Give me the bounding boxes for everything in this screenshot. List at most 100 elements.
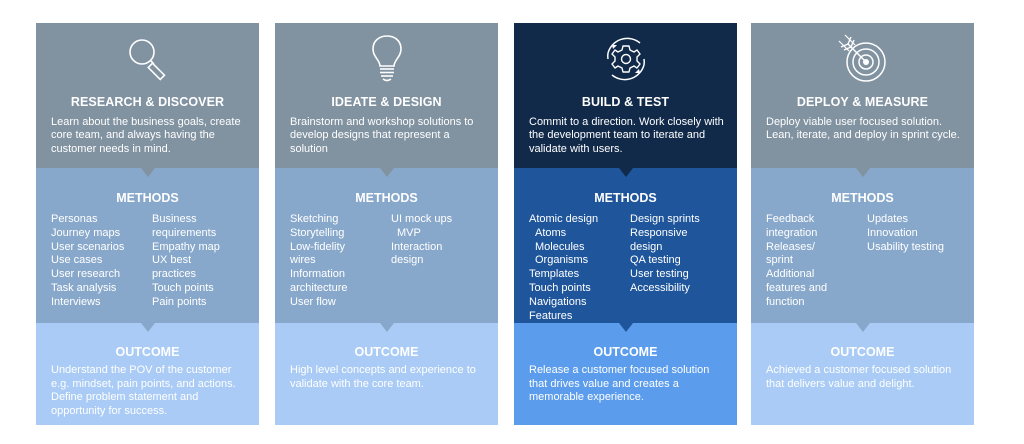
method-item: Usability testing <box>867 240 945 253</box>
stage-header: IDEATE & DESIGN Brainstorm and workshop … <box>275 23 498 168</box>
method-item: wires <box>290 254 316 267</box>
outcome-title: OUTCOME <box>593 345 658 359</box>
arrow-down-icon <box>618 168 633 177</box>
method-item: requirements <box>152 226 217 239</box>
outcome-section: OUTCOME Achieved a customer focused solu… <box>751 323 974 425</box>
method-item: Low-fidelity <box>290 240 346 253</box>
lightbulb-icon <box>371 35 402 82</box>
stage-header: RESEARCH & DISCOVER Learn about the busi… <box>36 23 259 168</box>
method-item: Releases/ <box>766 240 815 253</box>
methods-list-right: Design sprints Responsive design QA test… <box>630 213 731 323</box>
method-item: Use cases <box>51 254 103 267</box>
stage-title: BUILD & TEST <box>581 95 670 109</box>
target-arrow-icon <box>838 34 886 82</box>
method-item: features and <box>766 281 828 294</box>
stage-header: BUILD & TEST Commit to a direction. Work… <box>514 23 737 168</box>
method-item: Feedback <box>766 213 815 225</box>
methods-list-left: Personas Journey maps User scenarios Use… <box>51 213 152 310</box>
stage-description: Brainstorm and workshop solutions to dev… <box>290 116 474 155</box>
method-item: MVP <box>397 226 421 239</box>
stage-title: IDEATE & DESIGN <box>331 95 442 109</box>
outcome-title: OUTCOME <box>354 345 419 359</box>
method-item: User testing <box>630 268 689 281</box>
magnifier-icon <box>128 39 166 81</box>
method-item: Information <box>290 268 346 281</box>
method-item: Organisms <box>535 254 589 267</box>
method-item: UI mock ups <box>391 213 453 225</box>
method-item: Journey maps <box>51 226 121 239</box>
methods-list-left: Feedback integration Releases/ sprint Ad… <box>766 213 867 310</box>
method-item: Accessibility <box>630 281 690 294</box>
method-item: Innovation <box>867 226 918 239</box>
methods-title: METHODS <box>594 191 657 205</box>
outcome-text: Release a customer focused solution that… <box>529 364 710 404</box>
methods-section: METHODS Sketching Storytelling Low-fidel… <box>275 168 498 323</box>
stage-title: RESEARCH & DISCOVER <box>70 95 225 109</box>
method-item: Navigations <box>529 295 587 308</box>
stage-header: DEPLOY & MEASURE Deploy viable user focu… <box>751 23 974 168</box>
method-item: Atomic design <box>529 213 599 225</box>
outcome-title: OUTCOME <box>830 345 895 359</box>
stage-card-ideate: IDEATE & DESIGN Brainstorm and workshop … <box>275 23 498 425</box>
outcome-text: Understand the POV of the customer e.g. … <box>51 364 236 417</box>
method-item: integration <box>766 226 818 239</box>
method-item: design <box>630 240 663 253</box>
method-item: architecture <box>290 281 348 294</box>
stage-card-deploy: DEPLOY & MEASURE Deploy viable user focu… <box>751 23 974 425</box>
stage-card-research: RESEARCH & DISCOVER Learn about the busi… <box>36 23 259 425</box>
method-item: Empathy map <box>152 240 220 253</box>
outcome-title: OUTCOME <box>115 345 180 359</box>
gear-cycle-icon <box>606 37 645 81</box>
methods-list-right: Updates Innovation Usability testing <box>867 213 968 310</box>
method-item: practices <box>152 268 197 281</box>
method-item: UX best <box>152 254 192 267</box>
stage-card-build: BUILD & TEST Commit to a direction. Work… <box>514 23 737 425</box>
method-item: Templates <box>529 268 580 281</box>
method-item: Touch points <box>152 281 214 294</box>
method-item: Pain points <box>152 295 207 308</box>
method-item: Task analysis <box>51 281 117 294</box>
outcome-section: OUTCOME Understand the POV of the custom… <box>36 323 259 425</box>
methods-list-right: UI mock ups MVP Interaction design <box>391 213 492 310</box>
method-item: User scenarios <box>51 240 125 253</box>
method-item: Personas <box>51 213 98 225</box>
methods-list-right: Business requirements Empathy map UX bes… <box>152 213 253 310</box>
stage-description: Commit to a direction. Work closely with… <box>529 116 724 155</box>
outcome-section: OUTCOME High level concepts and experien… <box>275 323 498 425</box>
methods-list-left: Sketching Storytelling Low-fidelity wire… <box>290 213 391 310</box>
arrow-down-icon <box>855 168 870 177</box>
arrow-down-icon <box>379 323 394 332</box>
method-item: Atoms <box>535 226 567 239</box>
method-item: Touch points <box>529 281 591 294</box>
method-item: User research <box>51 268 121 281</box>
method-item: Interviews <box>51 295 101 308</box>
arrow-down-icon <box>140 168 155 177</box>
arrow-down-icon <box>855 323 870 332</box>
method-item: Business <box>152 213 197 225</box>
method-item: Sketching <box>290 213 339 225</box>
arrow-down-icon <box>618 323 633 332</box>
stage-description: Deploy viable user focused solution. Lea… <box>766 116 960 142</box>
methods-section: METHODS Feedback integration Releases/ s… <box>751 168 974 323</box>
method-item: design <box>391 254 424 267</box>
outcome-section: OUTCOME Release a customer focused solut… <box>514 323 737 425</box>
outcome-text: High level concepts and experience to va… <box>290 364 476 390</box>
method-item: function <box>766 295 805 308</box>
method-item: QA testing <box>630 254 681 267</box>
stage-description: Learn about the business goals, create c… <box>51 116 241 155</box>
method-item: Responsive <box>630 226 688 239</box>
methods-title: METHODS <box>116 191 179 205</box>
methods-list-left: Atomic design Atoms Molecules Organisms … <box>529 213 630 323</box>
methods-section: METHODS Atomic design Atoms Molecules Or… <box>514 168 737 323</box>
method-item: Molecules <box>535 240 585 253</box>
outcome-text: Achieved a customer focused solution tha… <box>766 364 952 390</box>
method-item: Interaction <box>391 240 443 253</box>
method-item: sprint <box>766 254 793 267</box>
method-item: User flow <box>290 295 336 308</box>
arrow-down-icon <box>379 168 394 177</box>
method-item: Storytelling <box>290 226 345 239</box>
arrow-down-icon <box>140 323 155 332</box>
method-item: Design sprints <box>630 213 700 225</box>
method-item: Updates <box>867 213 908 225</box>
methods-title: METHODS <box>831 191 894 205</box>
